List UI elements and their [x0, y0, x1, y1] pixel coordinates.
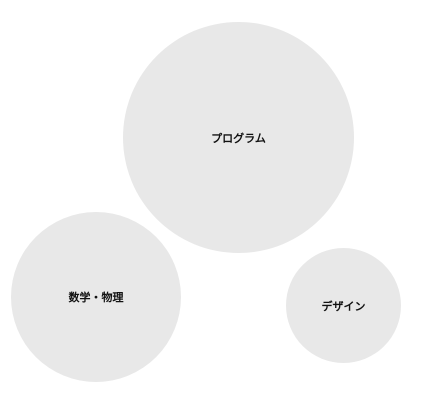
category-bubble-program[interactable]: プログラム	[123, 22, 354, 253]
category-bubble-math-physics[interactable]: 数学・物理	[11, 212, 181, 382]
category-bubble-label: デザイン	[321, 299, 366, 313]
category-bubble-design[interactable]: デザイン	[286, 248, 401, 363]
category-bubble-label: プログラム	[211, 131, 266, 145]
category-bubble-label: 数学・物理	[68, 291, 124, 304]
